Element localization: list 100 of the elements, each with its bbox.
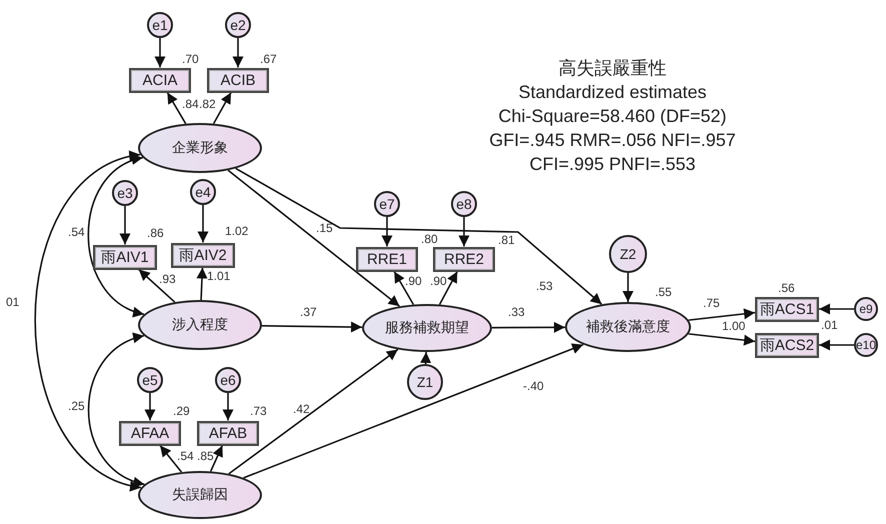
variable-label: ACIA [142,72,178,88]
path-coefficient: -.40 [523,380,544,393]
r-squared-value: .67 [260,53,277,66]
path-arrow [235,168,602,305]
error-term-circle [374,191,400,217]
error-term-circle [854,297,878,321]
covariance-arrow [88,334,145,486]
error-term-circle [225,12,251,38]
error-term-circle [137,367,163,393]
variable-label: Z2 [620,246,636,262]
path-coefficient: .90 [405,275,422,288]
path-coefficient: .82 [199,98,216,111]
path-arrow [166,92,186,124]
observed-variable-box [207,68,269,92]
error-term-circle [609,235,647,273]
variable-label: 雨ACS2 [760,336,814,354]
variable-label: e3 [117,185,133,201]
path-coefficient: .75 [703,297,720,310]
latent-variable-ellipse [138,300,262,350]
error-term-circle [147,12,173,38]
path-arrow [212,92,232,124]
variable-label: e6 [220,372,236,388]
variable-label: e1 [152,17,168,33]
path-arrow [210,445,224,472]
path-arrow [154,38,166,68]
path-coefficient: .37 [300,306,317,319]
variable-label: 涉入程度 [172,316,228,334]
error-term-circle [112,180,138,206]
variable-label: 服務補救期望 [385,319,469,337]
path-arrow [198,205,208,242]
variable-label: RRE1 [366,250,407,268]
variable-label: 雨AIV1 [101,248,149,266]
path-coefficient: .85 [197,450,214,463]
path-arrow [243,343,584,479]
path-arrow [438,271,458,305]
path-arrow [688,308,756,321]
variable-label: e9 [859,302,873,316]
observed-variable-box [197,420,259,446]
r-squared-value: 1.02 [225,225,248,238]
path-coefficient: .93 [159,273,176,286]
variable-label: Z1 [416,374,434,390]
observed-variable-box [356,246,418,272]
error-term-circle [451,191,477,217]
covariance-arrow [34,152,142,490]
r-squared-value: .29 [173,405,190,418]
path-coefficient: 1.00 [722,320,746,333]
r-squared-value: .56 [778,282,795,295]
observed-variable-box [129,68,191,92]
path-arrow [262,322,362,332]
path-coefficient: .25 [68,400,85,413]
variable-label: e7 [379,196,395,212]
path-arrow [144,393,156,420]
variable-label: ACIB [220,72,256,88]
r-squared-value: .86 [147,227,164,240]
fit-statistics-text: CFI=.995 PNFI=.553 [529,153,696,176]
fit-statistics-text: GFI=.945 RMR=.056 NFI=.957 [489,129,736,152]
path-coefficient: .84 [182,98,199,111]
error-term-circle [407,364,443,400]
path-arrow [382,217,392,246]
observed-variable-box [755,296,819,322]
path-arrow [819,340,854,350]
path-arrow [688,333,756,346]
path-coefficient: .54 [177,450,194,463]
variable-label: 失誤歸因 [172,486,228,504]
observed-variable-box [171,242,235,268]
observed-variable-box [755,332,819,358]
path-arrow [622,273,634,302]
variable-label: 企業形象 [172,139,228,157]
path-coefficient: .53 [536,280,553,293]
path-arrow [196,267,208,300]
path-coefficient: .42 [293,403,310,416]
diagram-title: 高失誤嚴重性 [558,57,666,80]
variable-label: e8 [456,196,472,212]
path-arrow [159,445,182,473]
path-arrow [394,271,414,305]
path-arrow [458,217,470,246]
variable-label: AFAB [208,424,248,442]
fit-statistics-text: Standardized estimates [518,81,707,104]
r-squared-value: .01 [821,319,838,332]
path-coefficient: .54 [68,226,85,239]
path-arrow [232,38,244,68]
covariance-arrow [88,156,144,316]
path-arrow [420,352,432,364]
r-squared-value: .81 [498,234,515,247]
variable-label: AFAA [130,424,170,442]
variable-label: e10 [856,338,876,352]
variable-label: 補救後滿意度 [586,318,670,336]
path-arrow [492,322,565,333]
r-squared-value: .80 [421,233,438,246]
path-arrow [222,393,234,420]
error-term-circle [190,179,216,205]
path-coefficient: 01 [6,296,20,309]
path-coefficient: .33 [508,306,525,319]
observed-variable-box [119,420,181,446]
r-squared-value: .73 [250,405,267,418]
variable-label: RRE2 [444,250,484,268]
path-arrow [819,304,854,314]
variable-label: e5 [142,372,158,388]
path-coefficient: .90 [430,275,447,288]
r-squared-value: .55 [655,286,672,299]
